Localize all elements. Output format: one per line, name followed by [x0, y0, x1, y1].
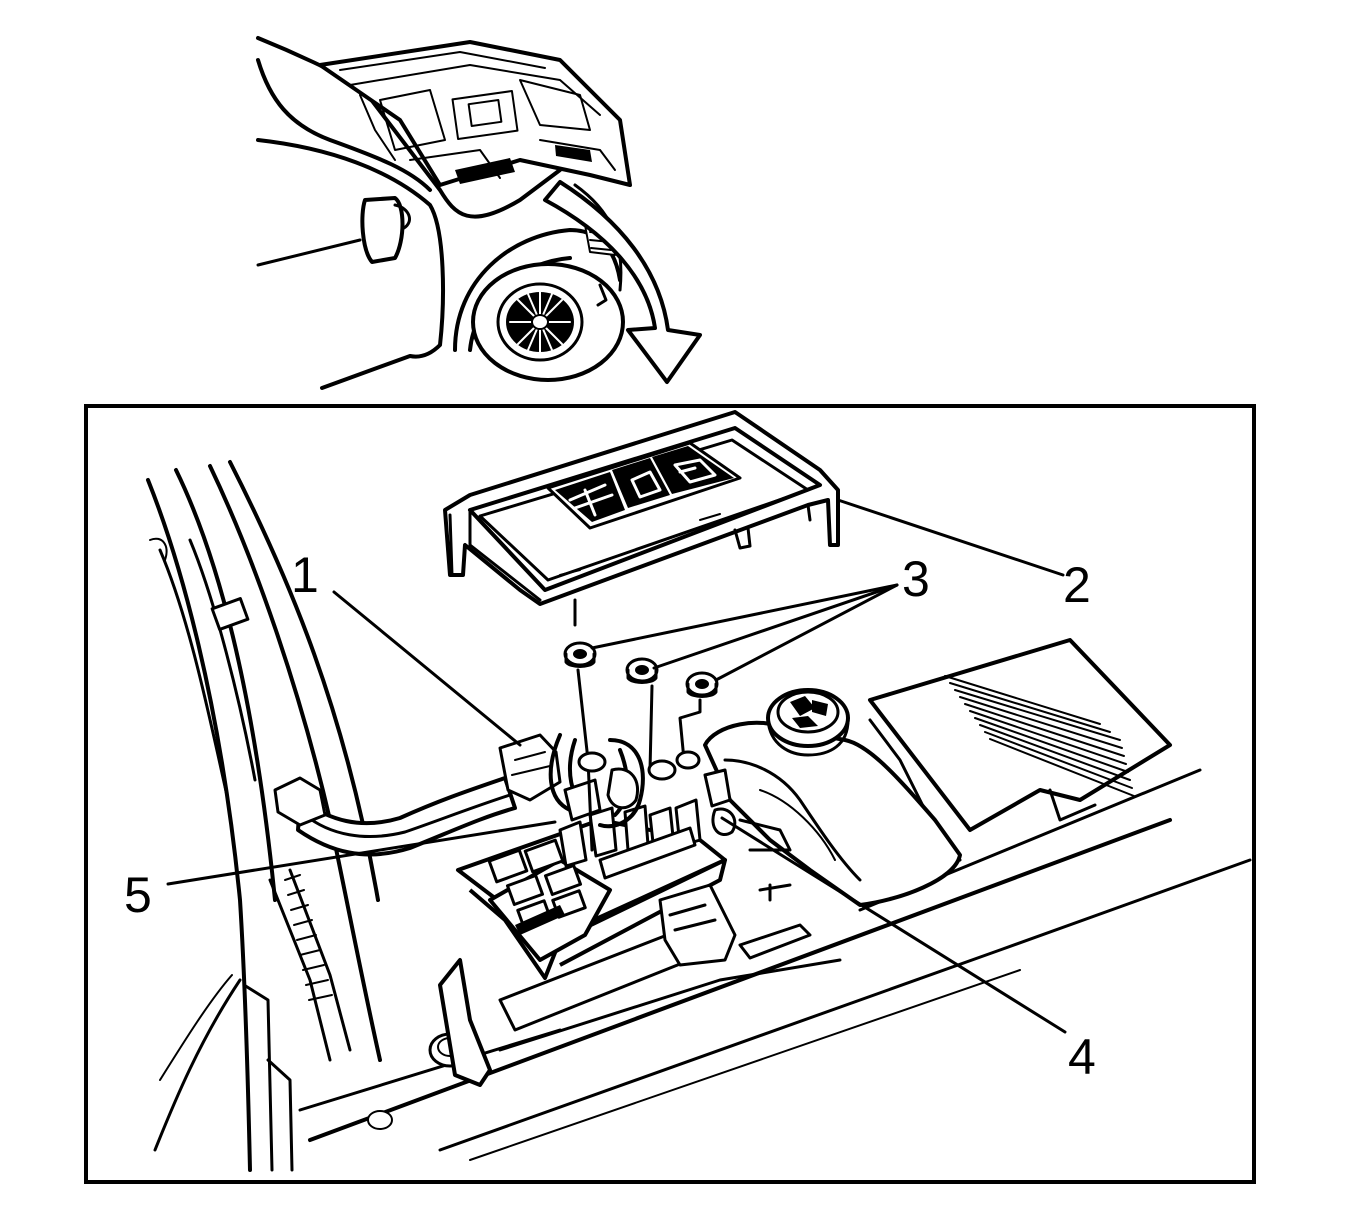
callout-5: 5 — [124, 867, 152, 923]
callout-4: 4 — [1068, 1029, 1096, 1085]
direction-arrow — [543, 180, 702, 384]
fuse-block-cover — [443, 410, 840, 606]
callout-3: 3 — [902, 551, 930, 607]
detail-view — [146, 460, 1252, 1172]
callout-2: 2 — [1063, 557, 1091, 613]
leader-lines — [166, 498, 1067, 1034]
callout-1: 1 — [291, 547, 319, 603]
nut-1 — [563, 641, 597, 668]
detail-frame — [84, 404, 1256, 1184]
nut-2 — [625, 657, 659, 684]
retaining-nuts — [563, 598, 719, 852]
nut-3 — [685, 671, 719, 698]
vehicle-overview — [256, 36, 632, 390]
